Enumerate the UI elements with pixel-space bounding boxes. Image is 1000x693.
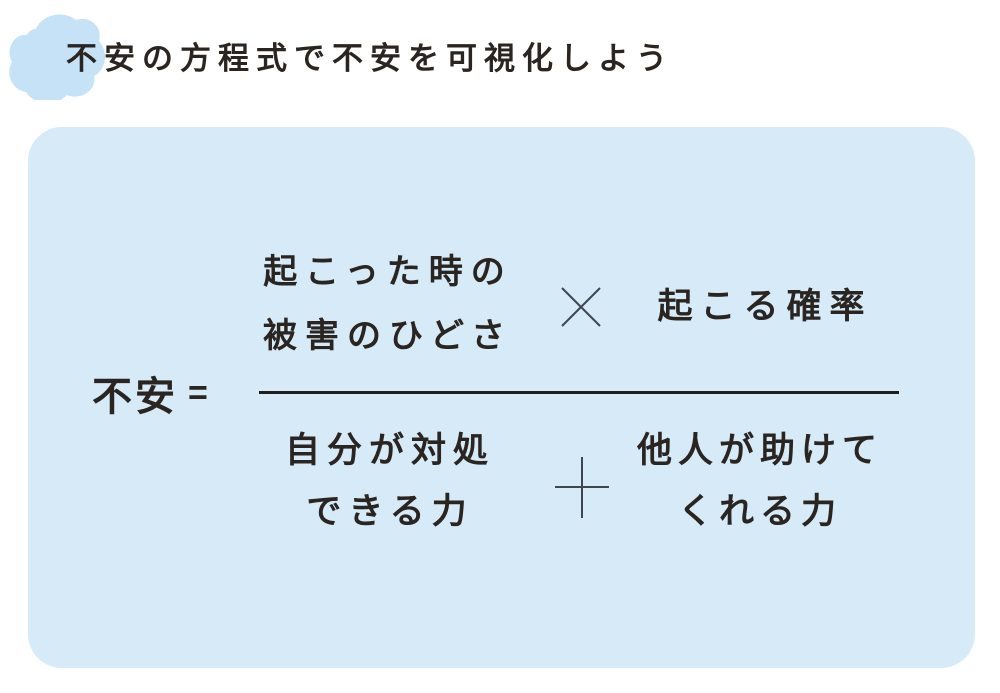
self-cope-line2: できる力 — [306, 492, 474, 531]
denominator-self-cope: 自分が対処 できる力 — [230, 420, 550, 542]
denominator-others-help: 他人が助けて くれる力 — [590, 420, 930, 542]
others-help-line2: くれる力 — [677, 492, 842, 531]
cloud-blob-icon — [9, 14, 105, 100]
equals-sign: = — [188, 373, 208, 412]
damage-line1: 起こった時の — [263, 253, 513, 291]
multiply-operator-icon — [561, 287, 601, 327]
damage-line2: 被害のひどさ — [263, 317, 513, 355]
numerator-probability: 起こる確率 — [657, 287, 873, 326]
page-title: 不安の方程式で不安を可視化しよう — [66, 41, 674, 76]
plus-operator-icon — [555, 457, 609, 518]
others-help-line1: 他人が助けて — [636, 431, 883, 470]
self-cope-line1: 自分が対処 — [284, 431, 495, 470]
fraction-bar — [259, 391, 899, 394]
anxiety-label: 不安 — [92, 375, 178, 419]
numerator-damage-severity: 起こった時の 被害のひどさ — [228, 240, 548, 368]
formula-lhs: 不安 = — [92, 364, 208, 422]
formula-panel: 不安 = 起こった時の 被害のひどさ 起こる確率 自分が対処 できる力 他人が助… — [28, 127, 975, 668]
